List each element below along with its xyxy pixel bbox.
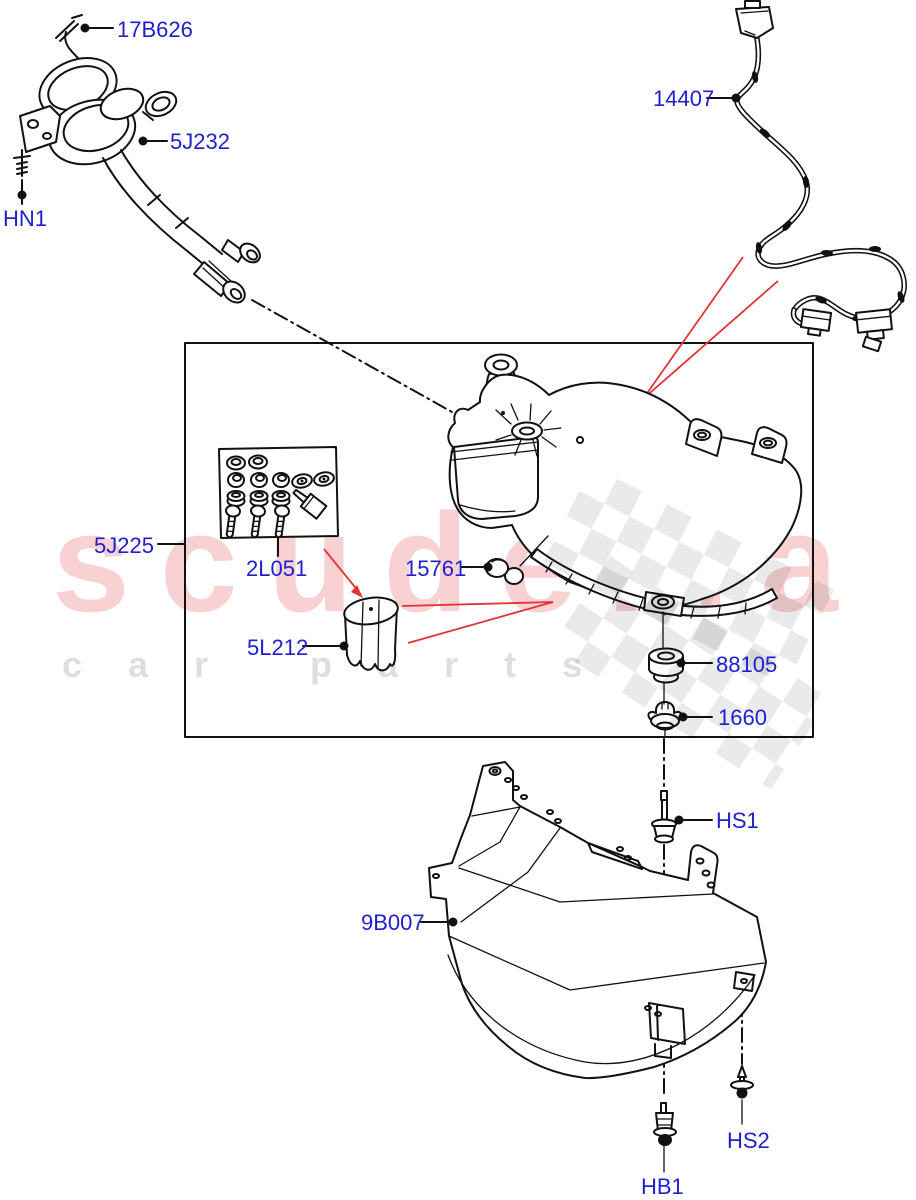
part-label-5J232: 5J232 xyxy=(170,129,230,154)
assembly-group-box xyxy=(184,342,814,738)
part-label-1660: 1660 xyxy=(718,705,767,730)
hardware-kit-drawing xyxy=(218,446,339,539)
red-callout-lines xyxy=(323,256,779,644)
pump-drawing xyxy=(343,596,399,672)
part-label-2L051: 2L051 xyxy=(246,556,308,581)
part-label-5L212: 5L212 xyxy=(247,635,309,660)
part-label-17B626: 17B626 xyxy=(117,17,193,42)
part-label-88105: 88105 xyxy=(716,652,778,677)
part-label-HS1: HS1 xyxy=(716,808,759,833)
projection-line-pipe-to-tank xyxy=(251,299,453,413)
filler-pipe-assembly-drawing xyxy=(13,14,261,304)
watermark-brand-subtext: car parts xyxy=(62,644,629,685)
part-label-HB1: HB1 xyxy=(641,1174,684,1199)
part-label-HN1: HN1 xyxy=(3,206,48,231)
wiring-harness-drawing xyxy=(734,0,907,353)
part-label-9B007: 9B007 xyxy=(361,910,425,935)
part-label-14407: 14407 xyxy=(653,86,715,111)
hs2-clip-drawing xyxy=(730,1065,754,1099)
hb1-bolt-drawing xyxy=(653,1102,677,1146)
part-label-HS2: HS2 xyxy=(727,1128,770,1153)
skid-plate-drawing xyxy=(428,761,767,1080)
hs1-bolt-drawing xyxy=(651,790,677,844)
part-label-15761: 15761 xyxy=(405,556,467,581)
part-label-5J225: 5J225 xyxy=(94,533,154,558)
